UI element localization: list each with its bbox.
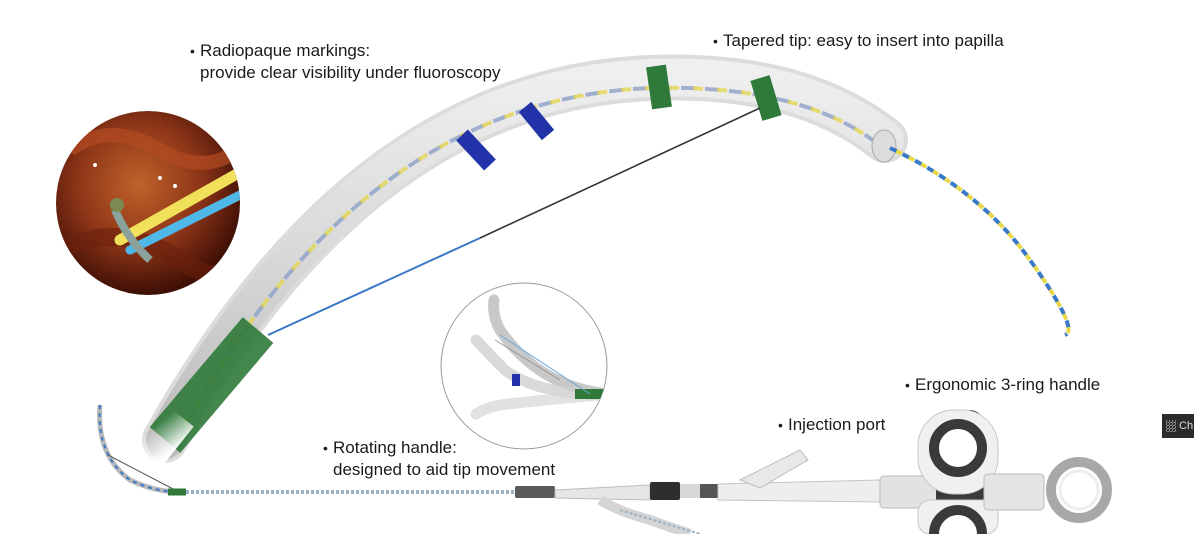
rotating-handle-label: • Rotating handle: designed to aid tip mo… [323,437,555,481]
ergonomic-handle-label: • Ergonomic 3-ring handle [905,374,1100,396]
rotating-label-line1: Rotating handle: [333,438,457,457]
cutting-wire [267,107,761,336]
guidewire [889,146,1071,337]
rotating-label-line2: designed to aid tip movement [333,460,556,479]
catheter-lower [97,404,881,534]
radiopaque-label-line2: provide clear visibility under fluorosco… [200,63,501,82]
radiopaque-label-line1: Radiopaque markings: [200,41,371,60]
bullet: • [905,377,910,393]
bullet: • [778,417,783,433]
injection-port-label: • Injection port [778,414,885,436]
bullet: • [713,33,718,49]
grip-icon [1166,420,1176,432]
ergonomic-handle-text: Ergonomic 3-ring handle [915,375,1101,394]
tip-movement-inset [440,282,608,450]
ergonomic-handle [879,409,1112,534]
bullet: • [190,43,195,59]
side-tab-label: Ch [1179,420,1194,432]
bullet: • [323,440,328,456]
tapered-tip-label: • Tapered tip: easy to insert into papill… [713,30,1004,52]
side-panel-tab[interactable]: Ch [1162,414,1194,438]
tapered-tip-text: Tapered tip: easy to insert into papilla [723,31,1004,50]
endoscopy-photo [56,111,240,295]
catheter-main [131,54,908,474]
radiopaque-markings-label: • Radiopaque markings: provide clear visi… [190,40,500,84]
injection-port-text: Injection port [788,415,886,434]
